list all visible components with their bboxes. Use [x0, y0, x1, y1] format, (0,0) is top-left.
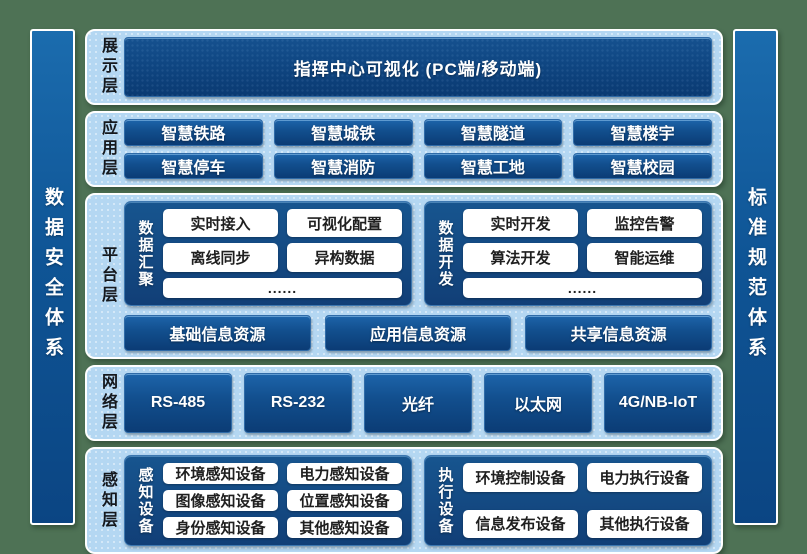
platform-item: 异构数据 — [287, 243, 402, 272]
perception-group-row: 感知设备 环境感知设备 电力感知设备 图像感知设备 位置感知设备 身份感知设备 … — [124, 455, 712, 546]
sensing-devices-label: 感知设备 — [136, 466, 154, 535]
device-item: 环境感知设备 — [163, 463, 278, 484]
data-aggregation-items: 实时接入 可视化配置 离线同步 异构数据 ...... — [163, 209, 402, 298]
app-box: 智慧铁路 — [124, 119, 263, 146]
platform-item: 智能运维 — [587, 243, 702, 272]
data-development-group: 数据开发 实时开发 监控告警 算法开发 智能运维 ...... — [424, 201, 712, 306]
app-box: 智慧隧道 — [423, 119, 563, 146]
layer-network-body: RS-485 RS-232 光纤 以太网 4G/NB-IoT — [124, 373, 712, 433]
network-box: RS-232 — [244, 373, 352, 433]
device-item: 电力执行设备 — [587, 463, 702, 492]
app-box: 智慧城铁 — [273, 119, 413, 146]
device-item: 其他感知设备 — [287, 517, 402, 538]
layer-application: 应用层 智慧铁路 智慧城铁 智慧隧道 智慧楼宇 智慧停车 智慧消防 智慧工地 智… — [85, 111, 723, 187]
layer-network-label: 网络层 — [99, 373, 116, 433]
app-box: 智慧停车 — [124, 152, 263, 179]
app-box: 智慧校园 — [573, 152, 712, 179]
standards-pillar: 标准规范体系 — [733, 29, 778, 525]
device-item: 环境控制设备 — [463, 463, 578, 492]
network-box: 4G/NB-IoT — [604, 373, 712, 433]
platform-item: 实时接入 — [163, 209, 278, 238]
data-security-pillar-label: 数据安全体系 — [42, 187, 63, 367]
sensing-devices-items: 环境感知设备 电力感知设备 图像感知设备 位置感知设备 身份感知设备 其他感知设… — [163, 463, 402, 538]
standards-pillar-label: 标准规范体系 — [745, 187, 766, 367]
device-item: 电力感知设备 — [287, 463, 402, 484]
command-center-box: 指挥中心可视化 (PC端/移动端) — [124, 37, 712, 97]
layer-perception: 感知层 感知设备 环境感知设备 电力感知设备 图像感知设备 位置感知设备 身份感… — [85, 447, 723, 554]
resource-box: 基础信息资源 — [124, 315, 311, 351]
resource-box: 应用信息资源 — [324, 315, 512, 351]
layer-application-label: 应用层 — [99, 119, 116, 179]
app-box: 智慧楼宇 — [573, 119, 712, 146]
device-item: 图像感知设备 — [163, 490, 278, 511]
layer-application-body: 智慧铁路 智慧城铁 智慧隧道 智慧楼宇 智慧停车 智慧消防 智慧工地 智慧校园 — [124, 119, 712, 179]
platform-item: 可视化配置 — [287, 209, 402, 238]
sensing-devices-group: 感知设备 环境感知设备 电力感知设备 图像感知设备 位置感知设备 身份感知设备 … — [124, 455, 412, 546]
platform-group-row: 数据汇聚 实时接入 可视化配置 离线同步 异构数据 ...... 数据开发 — [124, 201, 712, 306]
actuator-devices-label: 执行设备 — [436, 466, 454, 535]
network-box: RS-485 — [124, 373, 232, 433]
app-box: 智慧消防 — [273, 152, 413, 179]
data-aggregation-label: 数据汇聚 — [136, 219, 154, 288]
device-item: 信息发布设备 — [463, 509, 578, 538]
layer-platform: 平台层 数据汇聚 实时接入 可视化配置 离线同步 异构数据 ...... — [85, 193, 723, 359]
resource-box: 共享信息资源 — [525, 315, 713, 351]
layer-platform-body: 数据汇聚 实时接入 可视化配置 离线同步 异构数据 ...... 数据开发 — [124, 201, 713, 351]
layer-network: 网络层 RS-485 RS-232 光纤 以太网 4G/NB-IoT — [85, 365, 723, 441]
device-item: 位置感知设备 — [287, 490, 402, 511]
layer-display-label: 展示层 — [99, 37, 116, 97]
data-development-label: 数据开发 — [436, 219, 454, 288]
platform-item: 离线同步 — [163, 243, 278, 272]
data-security-pillar: 数据安全体系 — [30, 29, 75, 525]
platform-item-more: ...... — [163, 277, 402, 298]
application-grid: 智慧铁路 智慧城铁 智慧隧道 智慧楼宇 智慧停车 智慧消防 智慧工地 智慧校园 — [124, 119, 712, 179]
app-box: 智慧工地 — [423, 152, 563, 179]
platform-item-more: ...... — [463, 277, 702, 298]
device-item: 身份感知设备 — [163, 517, 278, 538]
layer-perception-body: 感知设备 环境感知设备 电力感知设备 图像感知设备 位置感知设备 身份感知设备 … — [124, 455, 712, 546]
platform-item: 实时开发 — [463, 209, 578, 238]
platform-item: 监控告警 — [587, 209, 702, 238]
network-box: 光纤 — [364, 373, 472, 433]
device-item: 其他执行设备 — [587, 509, 702, 538]
layer-display: 展示层 指挥中心可视化 (PC端/移动端) — [85, 29, 723, 105]
data-development-items: 实时开发 监控告警 算法开发 智能运维 ...... — [463, 209, 702, 298]
actuator-devices-items: 环境控制设备 电力执行设备 信息发布设备 其他执行设备 — [463, 463, 702, 538]
data-aggregation-group: 数据汇聚 实时接入 可视化配置 离线同步 异构数据 ...... — [124, 201, 412, 306]
actuator-devices-group: 执行设备 环境控制设备 电力执行设备 信息发布设备 其他执行设备 — [424, 455, 712, 546]
information-resource-row: 基础信息资源 应用信息资源 共享信息资源 — [124, 315, 713, 351]
layer-stack: 展示层 指挥中心可视化 (PC端/移动端) 应用层 智慧铁路 智慧城铁 智慧隧道… — [85, 29, 723, 554]
platform-item: 算法开发 — [463, 243, 578, 272]
layer-display-body: 指挥中心可视化 (PC端/移动端) — [124, 37, 712, 97]
layer-platform-label: 平台层 — [99, 246, 116, 306]
network-box: 以太网 — [484, 373, 592, 433]
network-grid: RS-485 RS-232 光纤 以太网 4G/NB-IoT — [124, 373, 712, 433]
layer-perception-label: 感知层 — [99, 470, 116, 531]
